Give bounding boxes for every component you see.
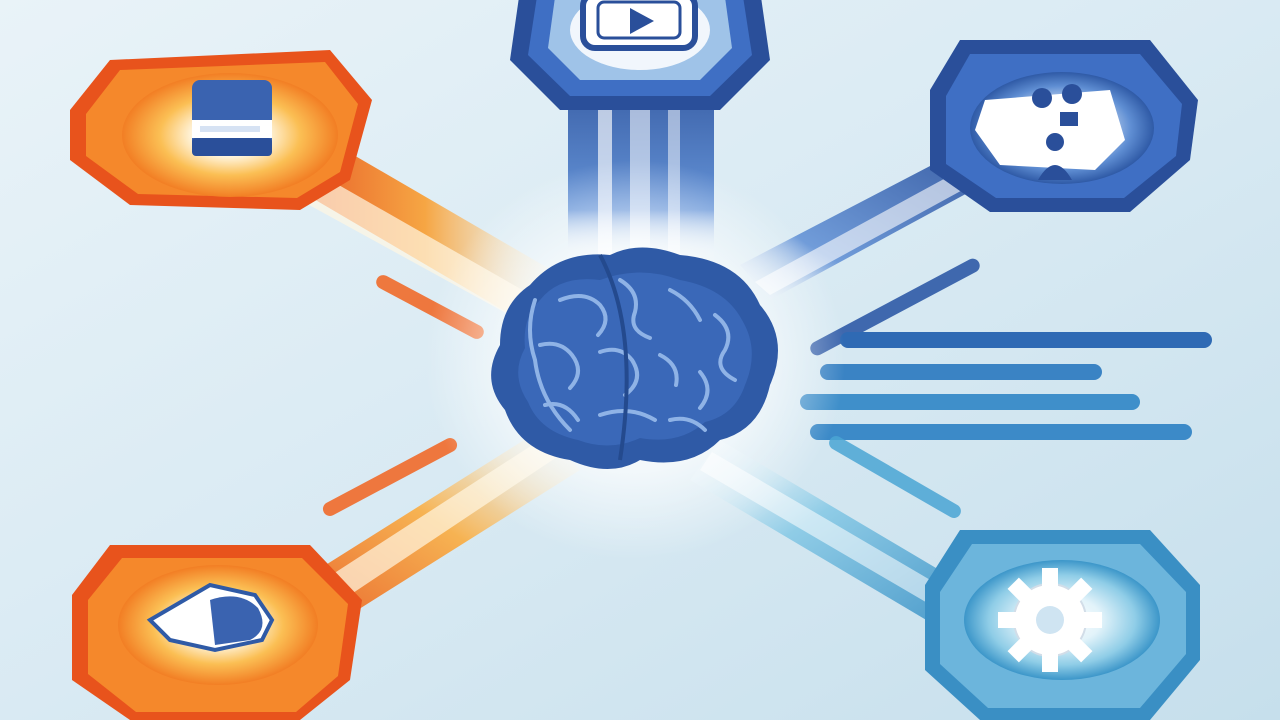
book-icon	[192, 80, 272, 156]
video-play-icon	[580, 0, 698, 51]
node-top[interactable]	[510, 0, 770, 110]
beam-right-bars	[800, 332, 1212, 440]
gear-icon	[998, 568, 1102, 672]
node-top-left[interactable]	[70, 50, 372, 210]
node-bottom-left[interactable]	[72, 545, 362, 720]
node-top-right[interactable]	[930, 40, 1198, 212]
chat-bubble-icon	[146, 582, 275, 653]
people-network-icon	[975, 84, 1125, 180]
brain-icon	[491, 247, 778, 469]
node-bottom-right[interactable]	[925, 530, 1200, 720]
